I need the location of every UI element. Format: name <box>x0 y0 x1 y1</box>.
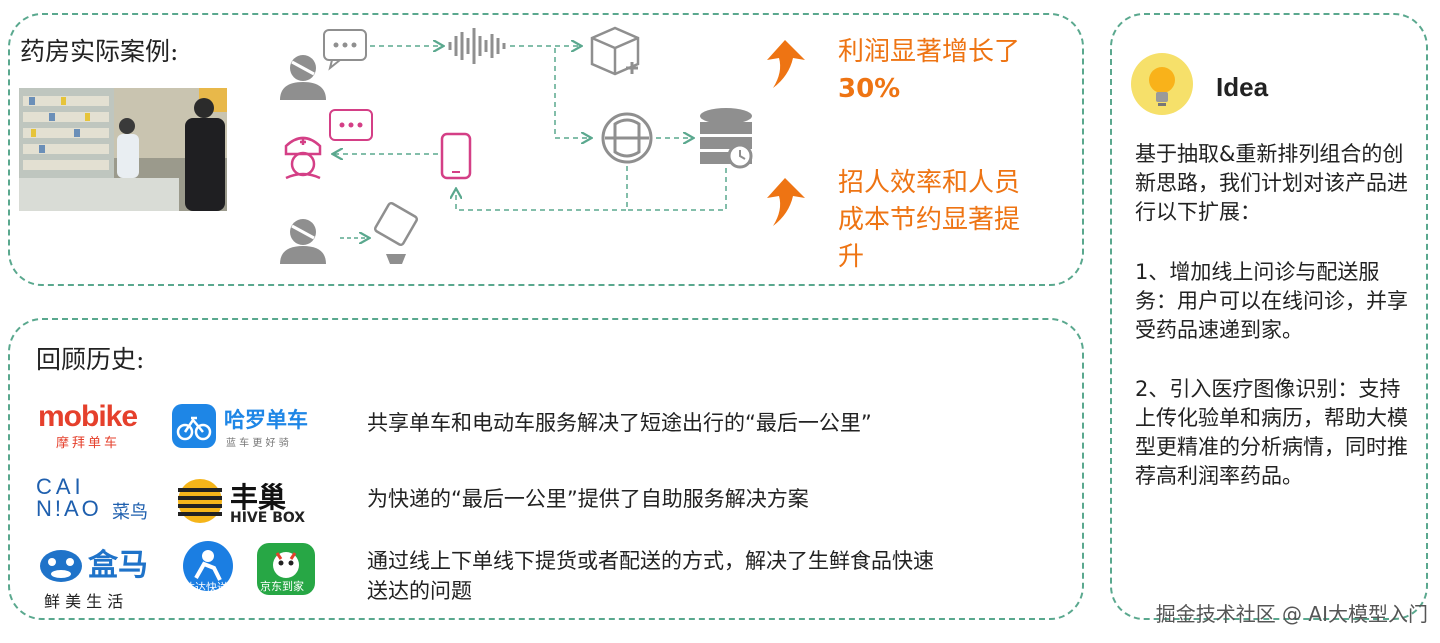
idea-item-2: 2、引入医疗图像识别：支持上传化验单和病历，帮助大模型更精准的分析病情，同时推荐… <box>1135 377 1408 488</box>
cainiao-logo-line1: CAI <box>36 474 85 499</box>
audio-wave-icon <box>448 28 506 64</box>
mobike-logo-cn: 摩拜单车 <box>56 436 121 451</box>
box-add-icon <box>590 26 640 76</box>
nurse-icon <box>284 136 322 180</box>
hema-slogan: 鲜 美 生 活 <box>44 592 124 611</box>
growth-arrow-icon <box>767 40 805 88</box>
phone-icon <box>440 132 472 180</box>
history-row-1-text: 共享单车和电动车服务解决了短途出行的“最后一公里” <box>367 411 872 435</box>
hellobike-slogan: 蓝 车 更 好 骑 <box>226 438 289 449</box>
hema-hippo-icon <box>40 550 82 582</box>
nurse-chat-bubble-icon <box>329 109 373 141</box>
pharmacy-case-panel <box>8 13 1084 286</box>
ai-model-icon <box>601 112 653 164</box>
workflow-diagram <box>280 26 753 264</box>
result-profit: 利润显著增长了 30% <box>838 37 1021 104</box>
cainiao-logo-cn: 菜鸟 <box>112 502 148 523</box>
jd-daojia-logo: 京东到家 <box>260 580 304 593</box>
hivebox-logo-cn: 丰巢 <box>230 481 287 514</box>
hivebox-logo-en: HIVE BOX <box>230 510 306 526</box>
idea-panel <box>1110 13 1428 620</box>
hellobike-icon <box>172 404 216 448</box>
history-row-2-text: 为快递的“最后一公里”提供了自助服务解决方案 <box>367 487 809 511</box>
idea-item-1: 1、增加线上问诊与配送服务：用户可以在线问诊，并享受药品速递到家。 <box>1135 260 1408 342</box>
jd-daojia-icon <box>257 543 315 595</box>
history-row-3-text: 通过线上下单线下提货或者配送的方式，解决了生鲜食品快速 送达的问题 <box>367 549 934 603</box>
hivebox-icon <box>178 479 222 523</box>
patient-person-icon <box>280 219 326 264</box>
cainiao-logo-line2: N!AO <box>36 496 102 521</box>
hellobike-logo: 哈罗单车 <box>224 408 308 432</box>
customer-person-icon <box>280 55 326 100</box>
chat-bubble-icon <box>323 29 367 71</box>
lightbulb-icon <box>1131 53 1193 115</box>
mobike-logo: mobike <box>38 400 138 433</box>
pharmacy-photo <box>19 88 227 211</box>
dada-icon <box>183 541 233 591</box>
history-heading: 回顾历史: <box>36 345 145 374</box>
efficiency-arrow-icon <box>767 178 805 226</box>
case-heading: 药房实际案例: <box>20 37 179 66</box>
watermark: 掘金技术社区 @ AI大模型入门 <box>1155 602 1428 626</box>
history-panel <box>8 318 1084 620</box>
idea-title: Idea <box>1216 72 1269 102</box>
idea-intro: 基于抽取&重新排列组合的创新思路，我们计划对该产品进行以下扩展： <box>1135 142 1408 224</box>
database-icon <box>700 108 753 169</box>
medical-report-icon <box>373 201 419 264</box>
dada-logo: 达达快送 <box>184 581 228 594</box>
result-efficiency: 招人效率和人员 成本节约显著提 升 <box>838 168 1021 272</box>
hema-logo: 盒马 <box>88 548 148 583</box>
